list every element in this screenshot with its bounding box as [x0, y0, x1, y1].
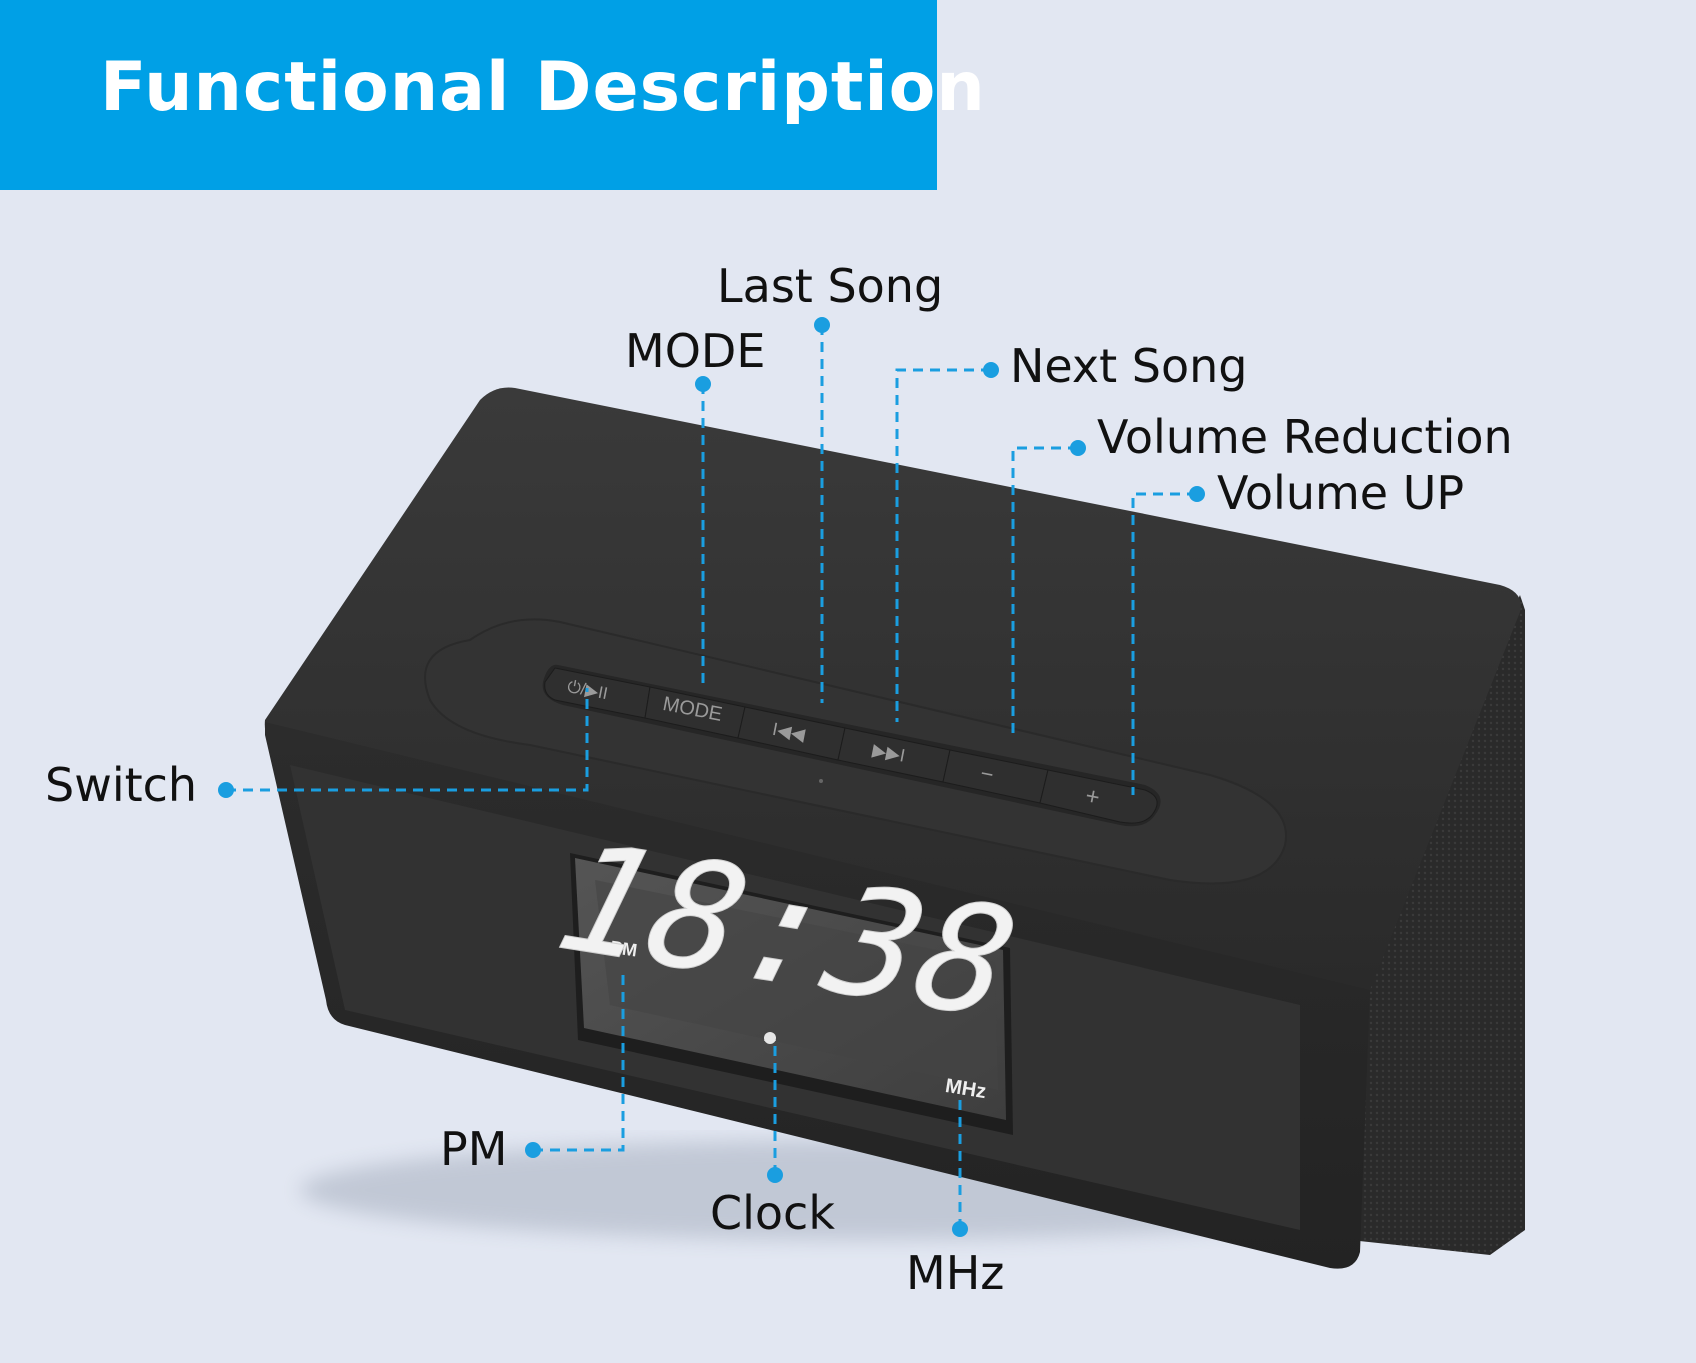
- title-banner: Functional Description: [0, 0, 985, 190]
- callout-mode: MODE: [625, 324, 766, 378]
- callout-volume-up: Volume UP: [1217, 466, 1465, 520]
- callout-clock: Clock: [710, 1186, 835, 1240]
- callout-pm: PM: [440, 1122, 508, 1176]
- lcd-display: PM 18:38 MHz: [541, 811, 1033, 1135]
- callout-next-song: Next Song: [1010, 339, 1248, 393]
- alarm-bell-body: [764, 1032, 776, 1044]
- previous-button[interactable]: I◀◀: [737, 706, 846, 761]
- leader-dots: [218, 317, 1205, 1237]
- leader-lines: [226, 325, 1197, 1229]
- leader-volume-up: [1131, 492, 1197, 795]
- button-bar: ⏻/▶II MODE I◀◀ ▶▶I − +: [542, 664, 1161, 827]
- leader-pm: [533, 972, 625, 1152]
- callout-last-song: Last Song: [717, 259, 944, 313]
- callout-volume-reduction: Volume Reduction: [1097, 410, 1513, 464]
- speaker-grille: [1345, 595, 1525, 1255]
- microphone-hole: [819, 779, 823, 783]
- leader-volume-reduction: [1011, 446, 1078, 740]
- minus-label: −: [978, 760, 995, 787]
- next-button[interactable]: ▶▶I: [837, 727, 951, 783]
- page-title: Functional Description: [100, 48, 986, 127]
- leader-switch: [226, 688, 589, 792]
- volume-up-button[interactable]: +: [1039, 769, 1158, 824]
- plus-label: +: [1083, 782, 1102, 811]
- callout-mhz: MHz: [906, 1246, 1005, 1300]
- lcd-time: 18:38: [541, 811, 1032, 1051]
- lcd-pm-indicator: PM: [609, 937, 639, 961]
- callout-switch: Switch: [45, 758, 198, 812]
- leader-next-song: [895, 368, 991, 722]
- volume-down-button[interactable]: −: [942, 749, 1049, 804]
